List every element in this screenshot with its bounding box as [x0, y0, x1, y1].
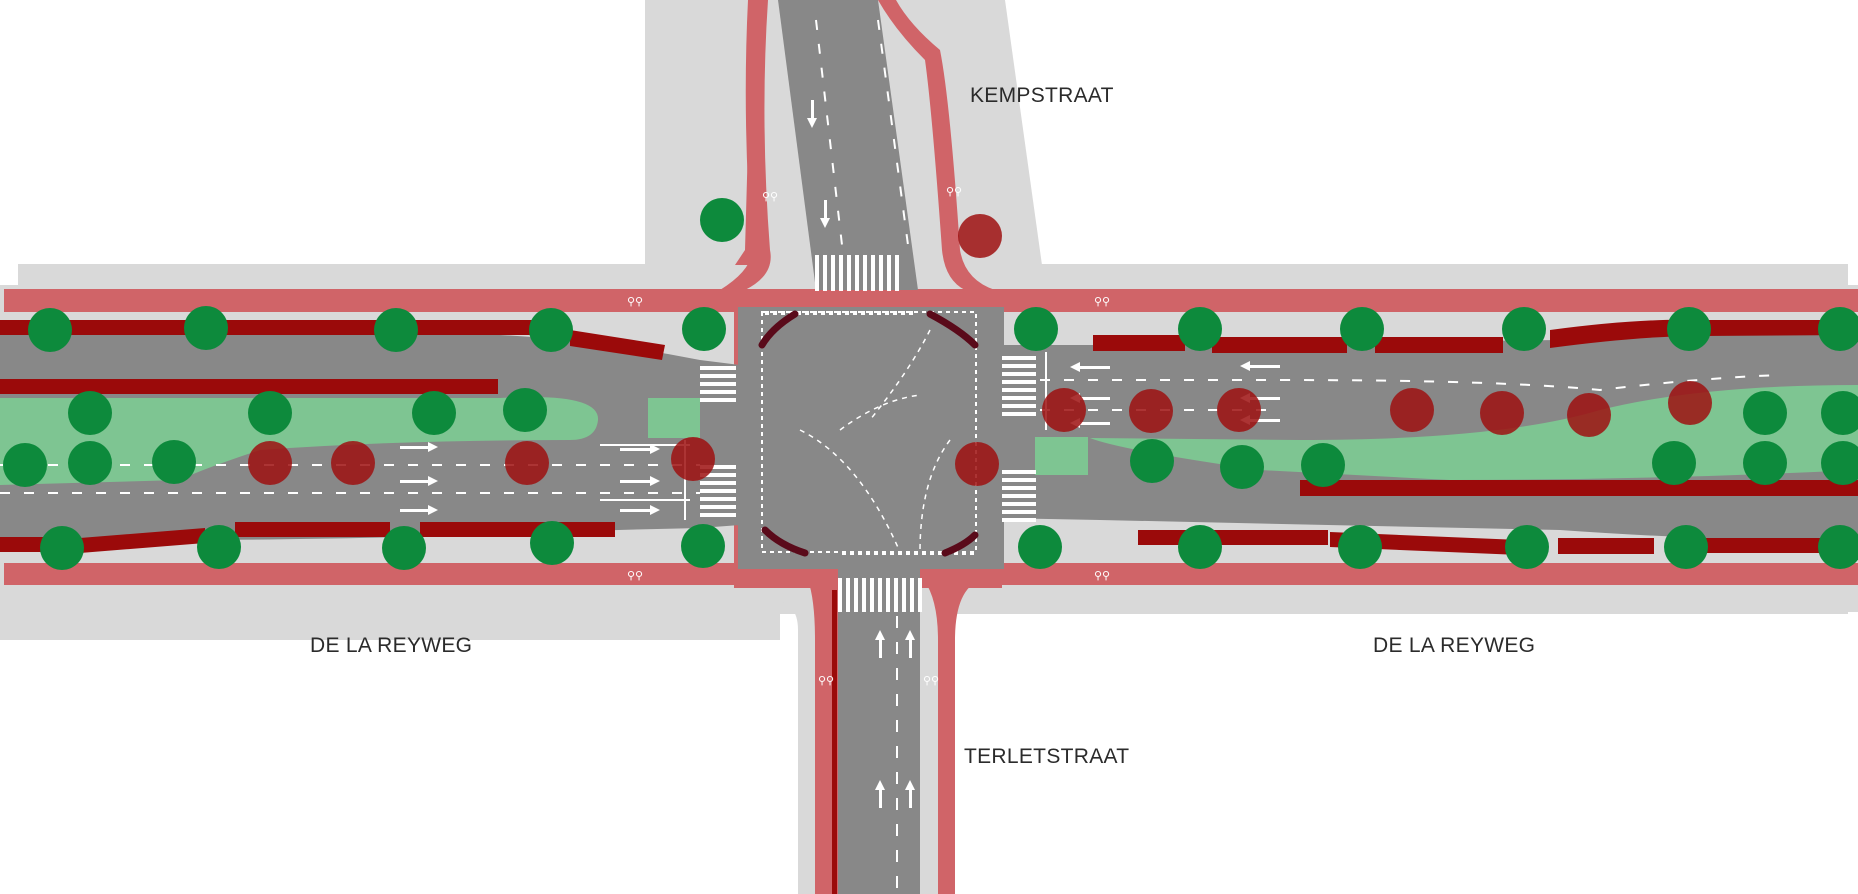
bicycle-symbol: ⚲⚲: [923, 674, 939, 687]
tree-canopy-existing: [28, 308, 72, 352]
lane-arrow-straight: [875, 780, 885, 808]
tree-canopy-existing: [681, 524, 725, 568]
tree-canopy-existing: [1014, 307, 1058, 351]
bicycle-symbol: ⚲⚲: [1094, 569, 1110, 582]
tree-canopy-existing: [1505, 525, 1549, 569]
lane-arrow-right: [620, 505, 660, 515]
tree-canopy-removed: [248, 441, 292, 485]
tree-canopy-existing: [1667, 307, 1711, 351]
tree-canopy-existing: [1340, 307, 1384, 351]
tree-canopy-existing: [1178, 525, 1222, 569]
bicycle-symbols: ⚲⚲ ⚲⚲ ⚲⚲ ⚲⚲ ⚲⚲ ⚲⚲ ⚲⚲ ⚲⚲: [627, 185, 1110, 687]
tree-canopy-existing: [1502, 307, 1546, 351]
bicycle-symbol: ⚲⚲: [762, 190, 778, 203]
lane-arrow-straight: [875, 630, 885, 658]
tree-canopy-existing: [682, 307, 726, 351]
corner-curbs: [758, 310, 979, 557]
street-label-south: TERLETSTRAAT: [964, 745, 1129, 768]
tree-canopy-existing: [530, 521, 574, 565]
tree-canopy-existing: [184, 306, 228, 350]
removed-trees: [248, 214, 1712, 486]
tree-canopy-existing: [1821, 391, 1858, 435]
tree-canopy-existing: [382, 526, 426, 570]
tree-canopy-existing: [248, 391, 292, 435]
tree-canopy-removed: [955, 442, 999, 486]
lane-arrow-straight: [400, 476, 438, 486]
tree-canopy-existing: [1821, 441, 1858, 485]
street-label-north: KEMPSTRAAT: [970, 84, 1114, 107]
tree-canopy-existing: [1652, 441, 1696, 485]
street-label-east: DE LA REYWEG: [1373, 634, 1535, 657]
tree-canopy-removed: [1129, 389, 1173, 433]
lane-arrow-straight: [400, 442, 438, 452]
bicycle-symbol: ⚲⚲: [627, 295, 643, 308]
tree-canopy-removed: [958, 214, 1002, 258]
tree-canopy-existing: [700, 198, 744, 242]
tree-canopy-removed: [1567, 393, 1611, 437]
zebra-crossing-west: [700, 366, 736, 517]
parking-strips: [0, 319, 1858, 894]
lane-arrow-straight: [905, 630, 915, 658]
tree-canopy-existing: [40, 526, 84, 570]
tree-canopy-existing: [3, 443, 47, 487]
tree-canopy-removed: [1042, 388, 1086, 432]
bicycle-symbol: ⚲⚲: [627, 569, 643, 582]
tree-canopy-existing: [197, 525, 241, 569]
tree-canopy-existing: [1818, 307, 1858, 351]
tree-canopy-removed: [1390, 388, 1434, 432]
lane-arrow-straight: [620, 476, 660, 486]
tree-canopy-existing: [1743, 391, 1787, 435]
tree-canopy-removed: [1668, 381, 1712, 425]
lane-arrow-straight: [807, 100, 817, 128]
tree-canopy-existing: [1743, 441, 1787, 485]
lane-arrow-left: [1240, 361, 1280, 371]
street-label-west: DE LA REYWEG: [310, 634, 472, 657]
tree-canopy-existing: [1818, 525, 1858, 569]
tree-canopy-existing: [1664, 525, 1708, 569]
bicycle-symbol: ⚲⚲: [946, 185, 962, 198]
tree-canopy-existing: [1130, 439, 1174, 483]
lane-arrow-straight: [620, 444, 660, 454]
existing-trees: [3, 198, 1858, 570]
lane-arrow-left: [1070, 362, 1110, 372]
tree-canopy-existing: [503, 388, 547, 432]
tree-canopy-existing: [152, 440, 196, 484]
tree-canopy-removed: [1480, 391, 1524, 435]
lane-arrow-straight: [905, 780, 915, 808]
tree-canopy-existing: [374, 308, 418, 352]
zebra-crossing-east: [1002, 356, 1036, 522]
lane-arrow-right: [400, 505, 438, 515]
tree-canopy-existing: [1220, 445, 1264, 489]
tree-canopy-existing: [529, 308, 573, 352]
tree-canopy-existing: [68, 441, 112, 485]
tree-canopy-existing: [1301, 443, 1345, 487]
bicycle-symbol: ⚲⚲: [1094, 295, 1110, 308]
tree-canopy-removed: [331, 441, 375, 485]
tree-canopy-existing: [412, 391, 456, 435]
zebra-crossings: [700, 255, 1036, 612]
tree-canopy-removed: [505, 441, 549, 485]
tree-canopy-removed: [671, 437, 715, 481]
tree-canopy-existing: [1338, 525, 1382, 569]
tree-canopy-existing: [68, 391, 112, 435]
zebra-crossing-north: [815, 255, 899, 291]
lane-arrow-straight: [820, 200, 830, 228]
tree-canopy-removed: [1217, 388, 1261, 432]
tree-canopy-existing: [1178, 307, 1222, 351]
bicycle-symbol: ⚲⚲: [818, 674, 834, 687]
tree-canopy-existing: [1018, 525, 1062, 569]
